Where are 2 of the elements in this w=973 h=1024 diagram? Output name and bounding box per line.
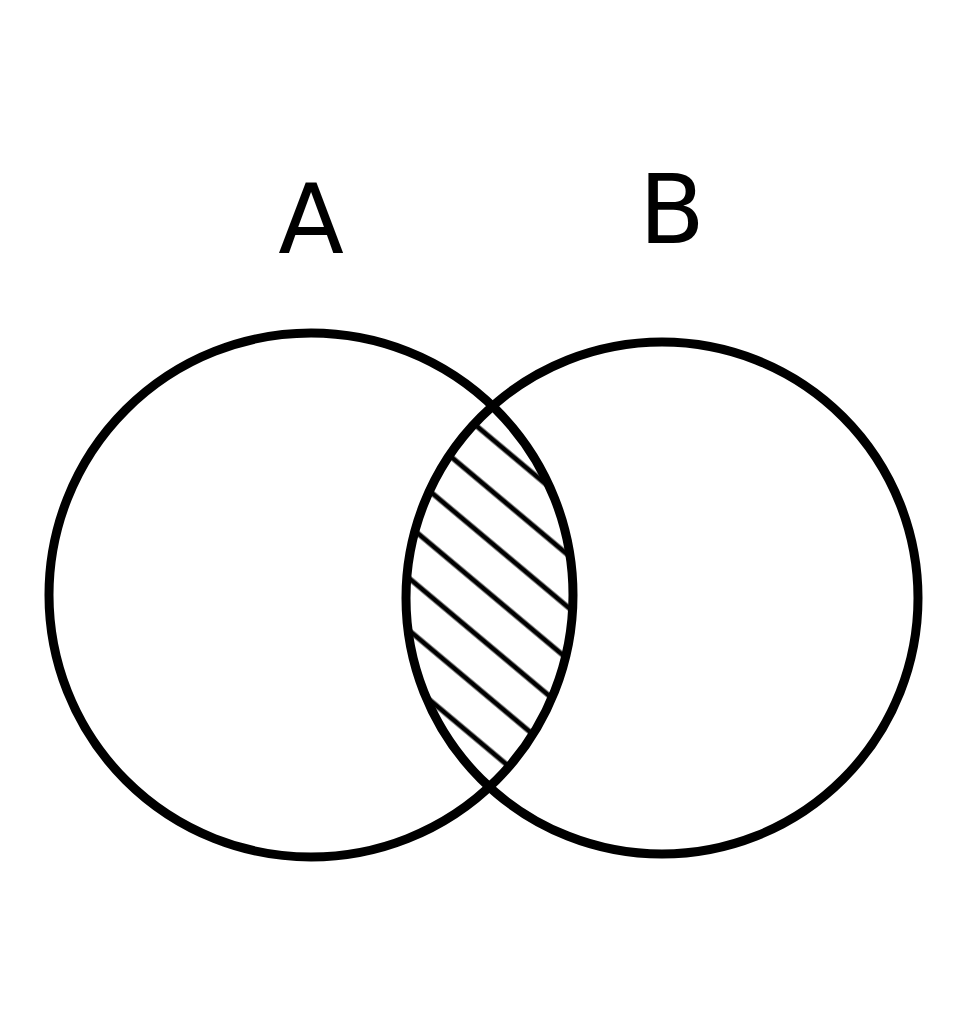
set-label: A — [277, 165, 345, 275]
set-label: B — [638, 155, 706, 265]
